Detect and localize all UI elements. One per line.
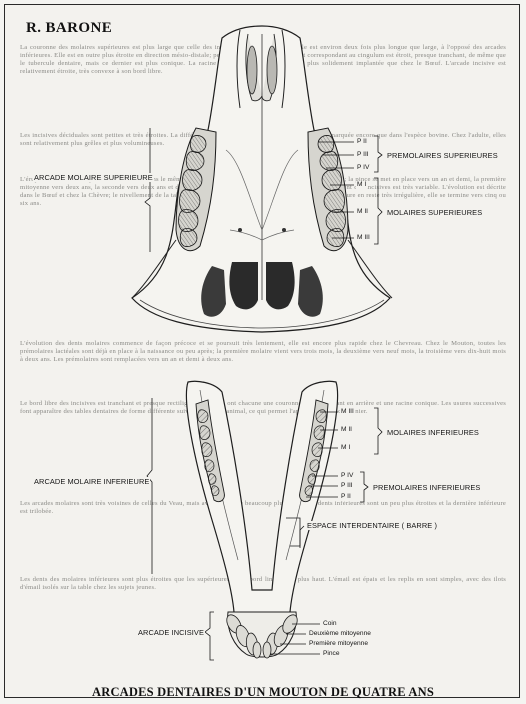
- tooth-label-lower-p2: P II: [340, 493, 352, 501]
- tooth-label-upper-p4: P IV: [356, 164, 370, 172]
- premolaires-superieures-label: PREMOLAIRES SUPERIEURES: [386, 151, 499, 160]
- tooth-label-lower-m1: M I: [340, 444, 351, 452]
- incisor-label-premiere-mitoyenne: Première mitoyenne: [308, 640, 369, 648]
- tooth-label-upper-m2: M II: [356, 208, 369, 216]
- upper-skull: [132, 26, 392, 332]
- mandible: [186, 381, 337, 658]
- espace-interdentaire-label: ESPACE INTERDENTAIRE ( BARRE ): [306, 521, 438, 530]
- arcade-molaire-inferieure-label: ARCADE MOLAIRE INFERIEURE: [33, 477, 150, 486]
- tooth-label-upper-p2: P II: [356, 138, 368, 146]
- molaires-superieures-label: MOLAIRES SUPERIEURES: [386, 208, 483, 217]
- incisor-label-coin: Coin: [322, 620, 338, 628]
- arcade-incisive-label: ARCADE INCISIVE: [137, 628, 205, 637]
- molaires-inferieures-label: MOLAIRES INFERIEURES: [386, 428, 480, 437]
- tooth-label-lower-p3: P III: [340, 482, 354, 490]
- tooth-label-upper-m3: M III: [356, 234, 371, 242]
- premolaires-inferieures-label: PREMOLAIRES INFERIEURES: [372, 483, 481, 492]
- tooth-label-lower-m2: M II: [340, 426, 353, 434]
- figure-caption: ARCADES DENTAIRES D'UN MOUTON DE QUATRE …: [0, 685, 526, 700]
- incisor-label-deuxieme-mitoyenne: Deuxième mitoyenne: [308, 630, 372, 638]
- tooth-label-upper-p3: P III: [356, 151, 370, 159]
- arcade-molaire-superieure-label: ARCADE MOLAIRE SUPERIEURE: [33, 173, 154, 182]
- tooth-label-upper-m1: M I: [356, 181, 367, 189]
- tooth-label-lower-p4: P IV: [340, 472, 354, 480]
- tooth-label-lower-m3: M III: [340, 408, 355, 416]
- author-label: R. BARONE: [26, 20, 112, 37]
- incisor-label-pince: Pince: [322, 650, 341, 658]
